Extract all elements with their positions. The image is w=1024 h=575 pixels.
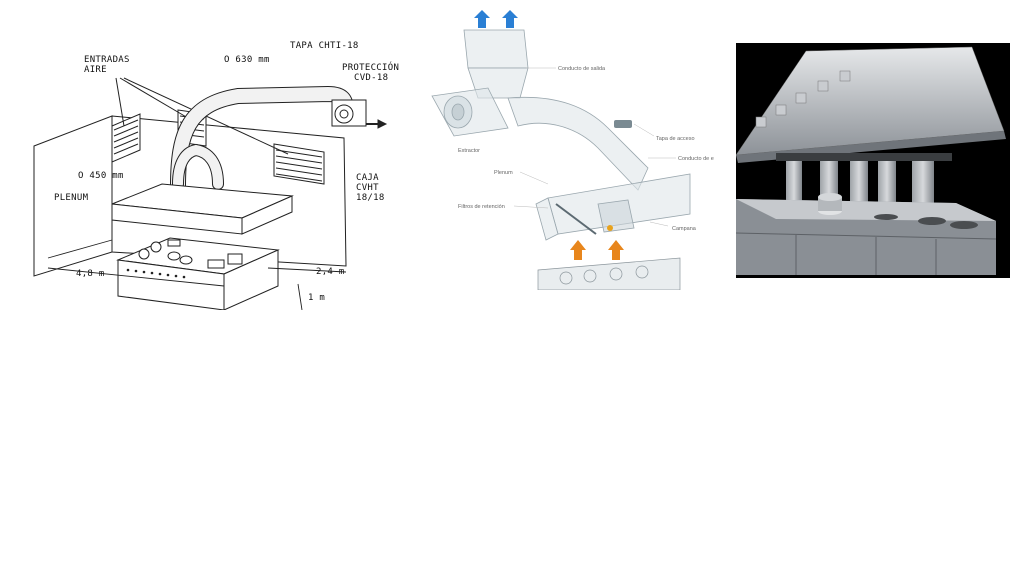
label-duct-450: O 450 mm: [78, 171, 124, 181]
label-box-1: CAJA: [356, 173, 379, 183]
label-hood: Campana: [672, 226, 697, 232]
indicator-icon: [607, 225, 613, 231]
label-plenum: PLENUM: [54, 193, 89, 203]
connecting-duct: [507, 96, 649, 191]
access-cover: [614, 120, 632, 128]
retention-filter: [555, 203, 597, 235]
label-plenum-mid: Plenum: [494, 170, 513, 176]
label-dim-height: 1 m: [308, 293, 325, 303]
intake-arrow-icon: [570, 240, 624, 260]
exhaust-arrow-icon: [474, 10, 518, 28]
label-duct-630: O 630 mm: [224, 55, 270, 65]
range-grate: [537, 257, 681, 290]
label-access-cover: Tapa de acceso: [656, 136, 695, 142]
exhaust-system-render: Conducto de salida Extractor Tapa de acc…: [428, 8, 724, 290]
outlet-duct: [463, 29, 529, 69]
label-duct-conn: Conducto de e: [678, 156, 714, 162]
label-extractor: Extractor: [458, 148, 480, 154]
fan-box: [331, 99, 388, 129]
label-box-2: CVHT: [356, 183, 379, 193]
kitchen-hood-photo: [736, 43, 1010, 278]
hood-installation-drawing: ENTRADAS AIRE O 630 mm TAPA CHTI-18 PROT…: [28, 34, 406, 310]
label-air-inlets-1: ENTRADAS: [84, 55, 130, 65]
label-dim-length: 4,8 m: [76, 269, 105, 279]
label-air-inlets-2: AIRE: [84, 65, 107, 75]
label-outlet-duct: Conducto de salida: [558, 66, 606, 72]
label-dim-depth: 2,4 m: [316, 267, 345, 277]
label-box-3: 18/18: [356, 193, 385, 203]
label-protection-2: CVD-18: [354, 73, 388, 83]
label-protection-1: PROTECCIÓN: [342, 61, 399, 73]
air-inlet-vent: [273, 143, 325, 185]
label-cover: TAPA CHTI-18: [290, 41, 359, 51]
label-filters: Filtros de retención: [458, 204, 505, 210]
air-inlet-vent: [111, 113, 141, 163]
plenum-hood: [111, 183, 294, 235]
